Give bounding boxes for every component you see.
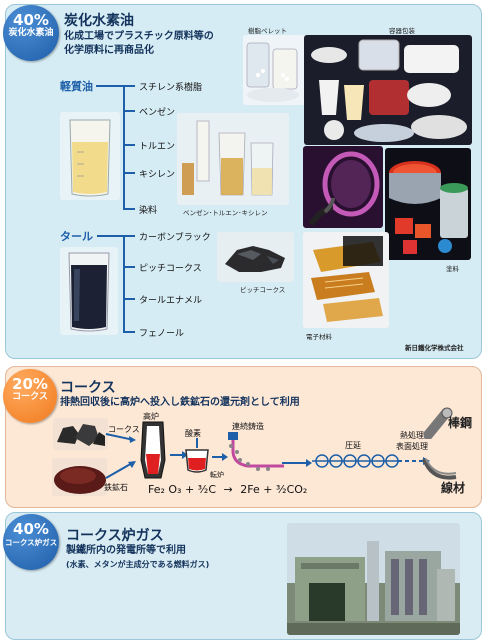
percent-label: コークス <box>12 392 48 402</box>
wire-rod-icon <box>422 458 457 480</box>
bar-steel-icon <box>424 407 453 439</box>
label-iron-ore: 鉄鉱石 <box>104 483 128 492</box>
tar-beaker-image <box>60 247 118 335</box>
percent-value: 20% <box>12 375 48 393</box>
percent-value: 40% <box>13 520 49 538</box>
percent-label: コークス炉ガス <box>4 538 58 547</box>
coke-image <box>53 418 108 450</box>
label-rolling: 圧延 <box>345 441 361 450</box>
caption-packaging: 容器包装 <box>389 27 415 35</box>
tar-item: カーボンブラック <box>139 233 211 243</box>
caption-electronics: 電子材料 <box>306 333 332 341</box>
tar-item: ピッチコークス <box>139 264 202 274</box>
rolling-mill-icon <box>312 454 402 468</box>
converter-icon <box>185 438 209 473</box>
subtitle-line-2: 化学原料に再商品化 <box>64 45 154 56</box>
caption-btx: ベンゼン･トルエン･キシレン <box>183 209 268 217</box>
power-plant-image <box>287 523 460 635</box>
equation-lhs: Fe₂ O₃ + ³⁄₂C <box>148 483 217 496</box>
paint-image <box>385 148 471 260</box>
tree-line <box>123 85 125 210</box>
label-converter: 転炉 <box>210 471 224 479</box>
label-coke: コークス <box>108 425 140 434</box>
continuous-casting-icon <box>228 432 284 471</box>
label-continuous-casting: 連続鋳造 <box>232 422 264 431</box>
caption-resin-pellet: 樹脂ペレット <box>248 27 287 35</box>
percent-label: 炭化水素油 <box>8 28 54 38</box>
section-note: (水素、メタンが主成分である燃料ガス) <box>66 560 210 569</box>
section-title: コークス炉ガス <box>66 528 164 544</box>
light-oil-item: 染料 <box>139 206 158 216</box>
section-subtitle: 排熱回収後に高炉へ投入し鉄鉱石の還元剤として利用 <box>60 397 300 408</box>
input-arrows <box>105 433 136 479</box>
flow-arrow <box>212 453 228 461</box>
resin-pellet-image <box>243 35 305 105</box>
percent-badge-coke: 20% コークス <box>3 369 57 423</box>
pitch-coke-image <box>217 232 294 282</box>
percent-value: 40% <box>13 11 49 29</box>
company-credit: 新日鐵化学株式会社 <box>405 344 464 352</box>
btx-glassware-image <box>177 113 289 205</box>
tar-label: タール <box>60 230 93 243</box>
section-title: コークス <box>60 380 116 396</box>
label-blast-furnace: 高炉 <box>143 412 159 421</box>
label-heat-treatment: 熱処理 <box>400 431 424 440</box>
label-wire-rod: 線材 <box>441 481 466 495</box>
label-surface-treatment: 表面処理 <box>396 442 428 451</box>
percent-badge-coke-oven-gas: 40% コークス炉ガス <box>3 514 59 570</box>
caption-paint: 塗料 <box>446 265 459 273</box>
percent-badge-hydrocarbon: 40% 炭化水素油 <box>3 5 59 61</box>
light-oil-beaker-image <box>60 112 120 200</box>
section-subtitle: 製鐵所内の発電所等で利用 <box>66 545 186 556</box>
light-oil-item: トルエン <box>139 142 176 152</box>
tennis-racket-image <box>303 146 383 228</box>
label-bar-steel: 棒鋼 <box>448 416 473 430</box>
tar-item: タールエナメル <box>139 296 203 306</box>
tar-item: フェノール <box>139 329 185 339</box>
packaging-image <box>304 35 472 145</box>
light-oil-item: スチレン系樹脂 <box>139 83 203 93</box>
electronic-materials-image <box>303 232 389 328</box>
flow-arrow <box>170 451 188 459</box>
equation-rhs: 2Fe + ³⁄₂CO₂ <box>240 483 308 496</box>
equation-arrow: → <box>223 483 233 496</box>
caption-pitch-coke: ピッチコークス <box>240 286 286 294</box>
tree-line <box>96 85 124 87</box>
blast-furnace-icon <box>140 421 166 479</box>
light-oil-item: ベンゼン <box>139 108 176 118</box>
reduction-equation: Fe₂ O₃ + ³⁄₂C → 2Fe + ³⁄₂CO₂ <box>148 483 307 496</box>
light-oil-item: キシレン <box>139 170 176 180</box>
subtitle-line-1: 化成工場でプラスチック原料等の <box>64 31 214 42</box>
flow-arrow <box>282 459 312 467</box>
iron-ore-image <box>52 458 107 496</box>
label-oxygen: 酸素 <box>185 429 201 438</box>
light-oil-label: 軽質油 <box>60 80 93 93</box>
section-title: 炭化水素油 <box>64 13 134 29</box>
